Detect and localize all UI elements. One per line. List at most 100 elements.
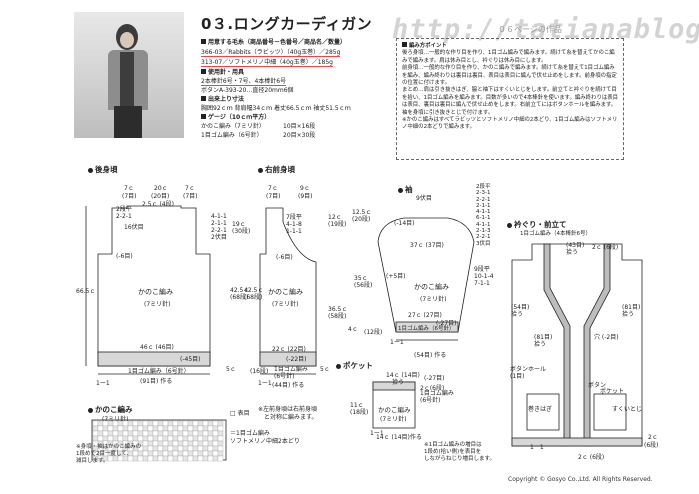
sleeve-rib	[395, 321, 459, 333]
front-row-1: (7目)	[266, 193, 281, 200]
kanoko-cell	[207, 430, 214, 437]
yarn-line-1: 366-03／Rabbits（ラビッツ）（40g玉巻）／285g	[201, 49, 341, 57]
kanoko-cell	[212, 425, 219, 432]
gauge-label-1: かのこ編み（7ミリ針）	[201, 123, 265, 130]
sleeve-cap-h: 12.5ｃ (20段)	[352, 209, 372, 223]
sleeve-outline	[377, 217, 475, 333]
pocket-top-rows: (-27目)	[424, 375, 445, 382]
tools-line-1: 2本棒針6号・7号、4本棒針6号	[201, 78, 287, 86]
pocket-side-h: 11ｃ (18段)	[350, 402, 369, 416]
kanoko-cell	[112, 425, 119, 432]
collar-sub: 1目ゴム編み（4本棒針6号）	[520, 231, 591, 237]
kanoko-cell	[212, 450, 219, 457]
back-body-h: 66.5ｃ	[76, 288, 96, 295]
sleeve-label: 袖	[398, 184, 413, 195]
collar-label: 衿ぐり・前立て	[507, 219, 567, 230]
gauge-label-2: 1目ゴム編み（6号針）	[201, 132, 263, 139]
notes-line: 前身頃…一般的な作り目を作り、かのこ編みで編みます。続けて糸を替えて1目ゴム編み…	[402, 65, 617, 87]
kanoko-cell	[127, 435, 134, 442]
kanoko-cell	[217, 440, 224, 447]
kanoko-cell	[202, 455, 209, 462]
kanoko-cell	[192, 425, 199, 432]
kanoko-cell	[182, 450, 189, 457]
back-body-needle: (7ミリ針)	[144, 301, 171, 308]
collar-buttonhole: ボタンホール (1目)	[510, 366, 547, 380]
kanoko-cell	[107, 425, 114, 432]
front-body-outline	[259, 207, 317, 367]
kanoko-cell	[167, 420, 174, 427]
notes-line: ※かのこ編みはすべてラビッツとソフトメリノ中細の2本どり、1目ゴム編みはソフトメ…	[402, 117, 618, 131]
kanoko-cell	[117, 430, 124, 437]
yarn-heading: 用意する毛糸（商品番号－色番号／商品名／数量）	[201, 38, 346, 47]
kanoko-cell	[127, 430, 134, 437]
kanoko-cell	[112, 435, 119, 442]
kanoko-cell	[192, 435, 199, 442]
kanoko-cell	[142, 435, 149, 442]
kanoko-cell	[187, 450, 194, 457]
collar-top-h: 2ｃ (6段)	[592, 244, 619, 251]
kanoko-cell	[152, 445, 159, 452]
kanoko-cell	[207, 445, 214, 452]
kanoko-cell	[157, 455, 164, 462]
front-rib-h: 5ｃ	[320, 366, 330, 373]
collar-side-2: (81目) 拾う	[622, 304, 641, 318]
kanoko-cell	[202, 440, 209, 447]
kanoko-cell	[217, 420, 224, 427]
kanoko-cell	[97, 435, 104, 442]
back-row-2: (20目)	[151, 193, 170, 200]
sleeve-rib-label: 1目ゴム編み（6号針）	[398, 326, 455, 332]
kanoko-cell	[167, 455, 174, 462]
kanoko-cell	[167, 430, 174, 437]
kanoko-note: ※身頃・袖はかのこ編みの 1段めで2目一度して、 減目します。	[76, 444, 142, 464]
kanoko-cell	[197, 450, 204, 457]
kanoko-cell	[157, 430, 164, 437]
sleeve-side-rows: 9段平 10-1-4 7-1-1	[474, 266, 494, 287]
kanoko-cell	[182, 440, 189, 447]
kanoko-cell	[197, 425, 204, 432]
collar-pocket: ポケット	[600, 388, 625, 395]
kanoko-grid: (function(){ var g=document.currentScrip…	[92, 420, 224, 462]
kanoko-cell	[152, 420, 159, 427]
kanoko-cell	[202, 430, 209, 437]
front-side: (-6目)	[276, 254, 293, 261]
kanoko-cell	[212, 455, 219, 462]
tools-heading: 使用針・用具	[201, 68, 244, 77]
kanoko-cell	[192, 455, 199, 462]
front-note-1: ※左前身頃は右前身頃	[258, 406, 318, 413]
kanoko-cell	[177, 420, 184, 427]
kanoko-cell	[182, 430, 189, 437]
kanoko-cell	[217, 425, 224, 432]
kanoko-cell	[172, 450, 179, 457]
gauge-value-2: 20目×30段	[283, 132, 316, 139]
kanoko-cell	[102, 425, 109, 432]
kanoko-cell	[117, 425, 124, 432]
kanoko-cell	[147, 455, 154, 462]
front-bottom-w: 22ｃ (22目)	[272, 346, 306, 353]
kanoko-cell	[142, 440, 149, 447]
kanoko-cell	[152, 440, 159, 447]
kanoko-cell	[177, 440, 184, 447]
front-dim-2: 9ｃ	[300, 185, 310, 192]
kanoko-cell	[162, 420, 169, 427]
model-photo	[74, 12, 184, 138]
kanoko-cell	[197, 455, 204, 462]
knitting-notes: 編み方ポイント 後ろ身頃…一般的な作り目を作り、1目ゴム編みで編みます。続けて糸…	[396, 38, 624, 160]
sleeve-body-needle: (7ミリ針)	[420, 296, 447, 303]
kanoko-cell	[182, 455, 189, 462]
kanoko-cell	[217, 435, 224, 442]
watermark-url: http://tatianablog.	[392, 14, 699, 45]
kanoko-cell	[92, 420, 99, 427]
kanoko-cell	[187, 420, 194, 427]
kanoko-cell	[192, 445, 199, 452]
kanoko-cell	[162, 435, 169, 442]
size-heading: 出来上り寸法	[201, 95, 244, 104]
collar-body-outline	[511, 243, 643, 447]
kanoko-cell	[212, 445, 219, 452]
kanoko-cell	[137, 420, 144, 427]
pocket-cast-on: 14ｃ (14目)作る	[376, 434, 422, 441]
kanoko-cell	[112, 420, 119, 427]
kanoko-cell	[162, 445, 169, 452]
kanoko-cell	[137, 430, 144, 437]
kanoko-cell	[112, 430, 119, 437]
